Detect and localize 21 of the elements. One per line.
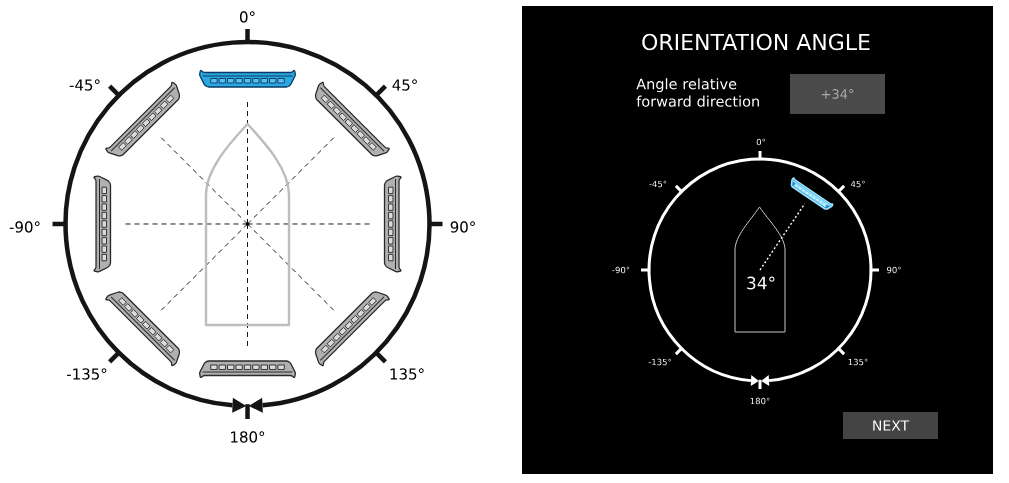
angle-label: -45°	[69, 79, 100, 91]
angle-label: 135°	[848, 358, 868, 366]
angle-label: -45°	[649, 180, 667, 188]
angle-label: 90°	[887, 266, 901, 274]
value-display: +34°	[790, 74, 885, 114]
angle-label: 180°	[231, 431, 265, 443]
angle-label: -90°	[612, 266, 630, 274]
angle-label: 0°	[756, 138, 765, 146]
screen-title: ORIENTATION ANGLE	[642, 33, 870, 51]
angle-label: 45°	[392, 79, 417, 91]
angle-label: 0°	[239, 11, 255, 23]
angle-readout: 34°	[747, 276, 775, 290]
angle-label: -90°	[9, 221, 40, 233]
next-button: NEXT	[843, 412, 938, 439]
angle-label: 135°	[390, 368, 424, 380]
angle-label: 180°	[750, 397, 770, 405]
angle-label: -135°	[66, 368, 107, 380]
angle-label: -135°	[648, 358, 671, 366]
angle-label: 90°	[450, 221, 475, 233]
angle-label: 45°	[850, 180, 865, 188]
description-text: Angle relative forward direction	[636, 78, 759, 107]
